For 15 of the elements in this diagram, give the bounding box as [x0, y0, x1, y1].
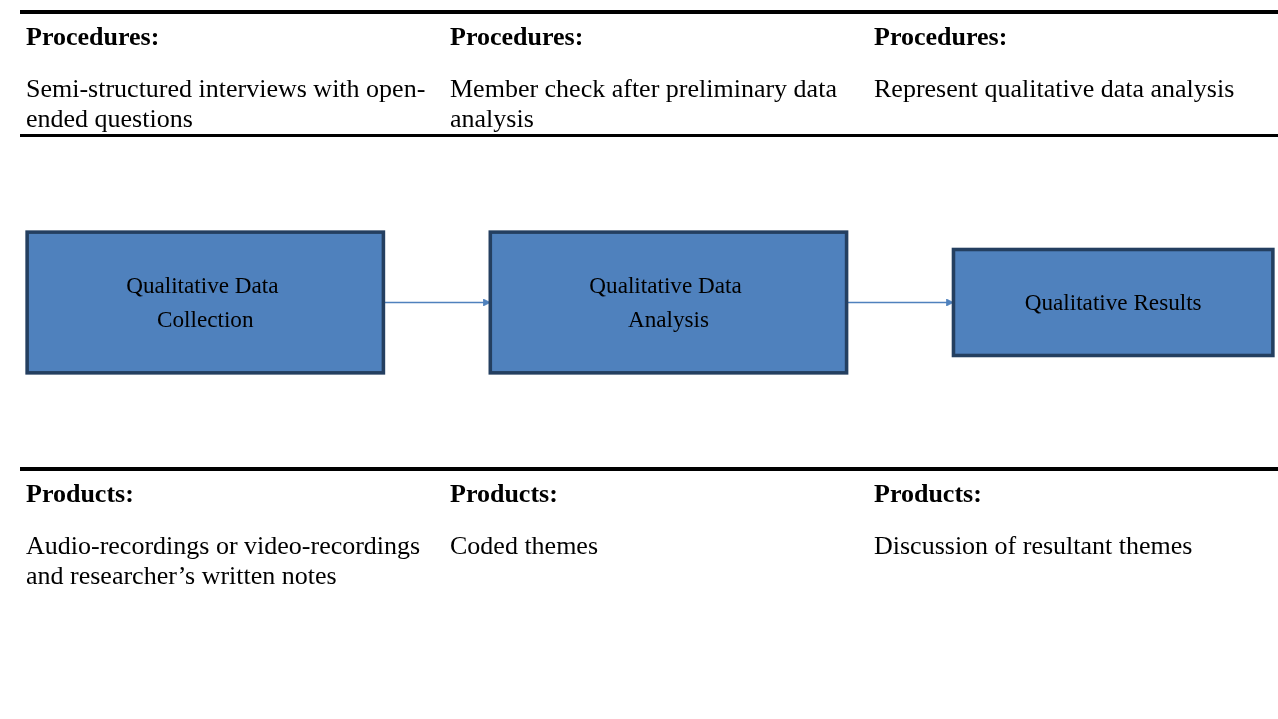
column-heading: Products: — [449, 478, 559, 510]
table-text: Coded themes — [449, 530, 600, 562]
column-heading: Products: — [873, 478, 983, 510]
table-text: Discussion of resultant themes — [873, 530, 1194, 562]
column-heading: Procedures: — [25, 21, 161, 53]
table-text: Member check after preliminary data analysis — [449, 73, 838, 134]
node-box: Qualitative Data Collection — [25, 229, 386, 375]
table-text: Audio-recordings or video-recordings and researcher’s written notes — [25, 530, 422, 591]
column-heading: Procedures: — [873, 21, 1009, 53]
column-heading: Procedures: — [449, 21, 585, 53]
column-heading: Products: — [25, 478, 135, 510]
node-box: Qualitative Results — [951, 247, 1275, 357]
table-text: Semi-structured interviews with open-ended questions — [25, 73, 427, 134]
table-text: Represent qualitative data analysis — [873, 73, 1236, 105]
node-box: Qualitative Data Analysis — [488, 229, 849, 375]
